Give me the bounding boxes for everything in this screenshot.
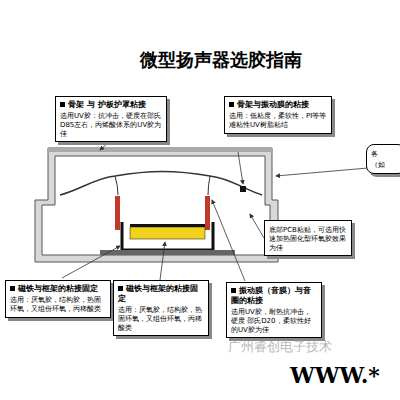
bullet-square bbox=[118, 286, 123, 291]
text: 选用：厌氧胶，结构胶，热固环氧，又组份环氧，丙稀酸类 bbox=[10, 296, 101, 313]
callout-box: 磁铁与框架的粘接固定选用：厌氧胶，结构胶，热固环氧，又组份环氧，丙稀酸类 bbox=[113, 280, 209, 336]
text: 底部PCB粘贴，可选用快速加热固化型环氧胶效果为佳 bbox=[269, 226, 346, 252]
text: 骨架 与 护板护罩粘接 bbox=[68, 100, 146, 109]
text: 磁铁与框架的粘接固定 bbox=[118, 284, 198, 303]
callout-box: 骨架 与 护板护罩粘接选用UV胶：抗冲击，硬度在邵氏D85左右，丙烯酸体系的UV… bbox=[55, 96, 167, 142]
callout-text: 各 bbox=[371, 150, 400, 159]
watermark: 广州睿创电子技术 bbox=[228, 338, 332, 356]
callout-box: 各 （如 bbox=[366, 144, 400, 174]
callout-box: 骨架与振动膜的粘接选用：低粘度，柔软性，PI等等难粘性UV树脂粘结 bbox=[224, 96, 332, 134]
callout-heading: 振动膜（音膜）与音圈的粘接 bbox=[231, 286, 317, 306]
callout-text: 选用：厌氧胶，结构胶，热固环氧，又组份环氧，丙稀酸类 bbox=[10, 296, 106, 314]
bullet-square bbox=[10, 286, 15, 291]
callout-heading: 磁铁与框架的粘接固定 bbox=[118, 284, 204, 304]
text: 各 bbox=[371, 150, 378, 158]
title: 微型扬声器选胶指南 bbox=[140, 48, 302, 72]
callout-text: 选用UV胶：抗冲击，硬度在邵氏D85左右，丙烯酸体系的UV胶为佳 bbox=[60, 112, 162, 138]
callout-heading: 骨架 与 护板护罩粘接 bbox=[60, 100, 162, 110]
text: 选用：厌氧胶，结构胶，热固环氧，又组份环氧，丙稀酸类 bbox=[118, 306, 202, 332]
callout-text: 底部PCB粘贴，可选用快速加热固化型环氧胶效果为佳 bbox=[269, 226, 347, 252]
callout-text: 选用：厌氧胶，结构胶，热固环氧，又组份环氧，丙稀酸类 bbox=[118, 306, 204, 332]
callout-text: 选用：低粘度，柔软性，PI等等难粘性UV树脂粘结 bbox=[229, 112, 327, 130]
text: 选用UV胶：抗冲击，硬度在邵氏D85左右，丙烯酸体系的UV胶为佳 bbox=[60, 112, 161, 138]
callout-box: 底部PCB粘贴，可选用快速加热固化型环氧胶效果为佳 bbox=[264, 220, 352, 256]
text: 选用：低粘度，柔软性，PI等等难粘性UV树脂粘结 bbox=[229, 112, 326, 129]
text: 磁铁与框架的粘接固定 bbox=[18, 284, 98, 293]
callout-heading: 骨架与振动膜的粘接 bbox=[229, 100, 327, 110]
text: （如 bbox=[371, 161, 385, 169]
bullet-square bbox=[231, 288, 236, 293]
website-watermark: WWW.* bbox=[290, 362, 380, 388]
callout-text: 选用UV胶，耐热抗冲击，硬度 邵氏D20，柔软性好的UV胶为佳 bbox=[231, 308, 317, 334]
callout-box: 振动膜（音膜）与音圈的粘接选用UV胶，耐热抗冲击，硬度 邵氏D20，柔软性好的U… bbox=[226, 282, 322, 338]
text: 振动膜（音膜）与音圈的粘接 bbox=[231, 286, 311, 305]
callout-box: 磁铁与框架的粘接固定选用：厌氧胶，结构胶，热固环氧，又组份环氧，丙稀酸类 bbox=[5, 280, 111, 318]
callout-text: （如 bbox=[371, 161, 400, 170]
bullet-square bbox=[60, 102, 65, 107]
text: 骨架与振动膜的粘接 bbox=[237, 100, 309, 109]
text: 选用UV胶，耐热抗冲击，硬度 邵氏D20，柔软性好的UV胶为佳 bbox=[231, 308, 311, 334]
bullet-square bbox=[229, 102, 234, 107]
callout-heading: 磁铁与框架的粘接固定 bbox=[10, 284, 106, 294]
